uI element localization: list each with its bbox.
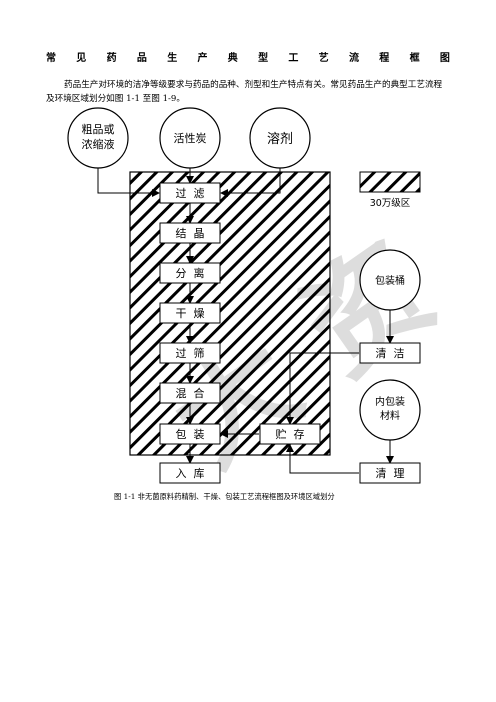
legend-label: 30万级区: [370, 197, 411, 209]
step-pack: 包 装: [159, 423, 221, 445]
step-sieve: 过 筛: [159, 342, 221, 364]
page-title: 常见药品生产典型工艺流程框图: [46, 49, 450, 64]
intro-paragraph: 药品生产对环境的洁净等级要求与药品的品种、剂型和生产特点有关。常见药品生产的典型…: [46, 80, 443, 104]
title-char: 常: [46, 53, 56, 64]
step-separate-label: 分 离: [176, 266, 205, 280]
step-warehouse: 入 库: [159, 462, 221, 484]
connectors: [97, 168, 394, 474]
title-char: 艺: [318, 53, 329, 64]
step-clean: 清 洁: [359, 342, 421, 364]
legend-swatch: [359, 171, 421, 193]
title-char: 流: [348, 53, 359, 64]
title-char: 工: [288, 53, 299, 64]
arrow-clean-store: [286, 352, 359, 425]
input-solvent: 溶剂: [249, 107, 311, 169]
input-inner-pack: 内包装 材料: [359, 379, 421, 441]
input-inner-pack-line1: 内包装: [375, 395, 405, 408]
step-dry: 干 燥: [159, 302, 221, 324]
input-inner-pack-line2: 材料: [380, 409, 400, 422]
input-crude-line2: 浓缩液: [82, 137, 115, 151]
title-char: 图: [439, 53, 450, 64]
input-carbon-label: 活性炭: [174, 131, 207, 145]
input-carbon: 活性炭: [159, 107, 221, 169]
step-filter: 过 滤: [159, 182, 221, 204]
step-filter-label: 过 滤: [176, 187, 205, 200]
step-crystal: 结 晶: [159, 222, 221, 244]
step-tidy-label: 清 理: [376, 467, 405, 480]
title-char: 型: [258, 53, 269, 64]
arrow-solvent-filter: [220, 168, 281, 197]
arrow-crude-filter: [97, 168, 160, 197]
step-store-label: 贮 存: [276, 427, 305, 441]
step-dry-label: 干 燥: [176, 307, 205, 320]
title-char: 典: [227, 53, 238, 64]
step-sieve-label: 过 筛: [176, 346, 205, 360]
step-mix: 混 合: [159, 382, 221, 404]
step-pack-label: 包 装: [176, 428, 205, 441]
title-char: 药: [106, 53, 117, 64]
input-crude: 粗品或 浓缩液: [67, 107, 129, 169]
step-store: 贮 存: [259, 423, 321, 445]
step-mix-label: 混 合: [176, 386, 205, 400]
arrow-tidy-store: [286, 444, 359, 474]
title-char: 框: [409, 53, 420, 64]
title-char: 产: [197, 53, 208, 64]
figure-caption: 图 1-1 非无菌原料药精制、干燥、包装工艺流程框图及环境区域划分: [114, 492, 335, 501]
input-bucket: 包装桶: [359, 249, 421, 311]
step-warehouse-label: 入 库: [176, 467, 205, 480]
input-crude-line1: 粗品或: [82, 123, 115, 136]
step-separate: 分 离: [159, 262, 221, 284]
input-solvent-label: 溶剂: [267, 132, 293, 147]
title-char: 程: [379, 53, 390, 64]
input-bucket-label: 包装桶: [375, 274, 405, 287]
title-char: 见: [76, 53, 87, 64]
title-char: 品: [136, 53, 147, 64]
step-crystal-label: 结 晶: [176, 227, 205, 240]
step-tidy: 清 理: [359, 462, 421, 484]
title-char: 生: [167, 53, 178, 64]
step-clean-label: 清 洁: [376, 347, 405, 360]
